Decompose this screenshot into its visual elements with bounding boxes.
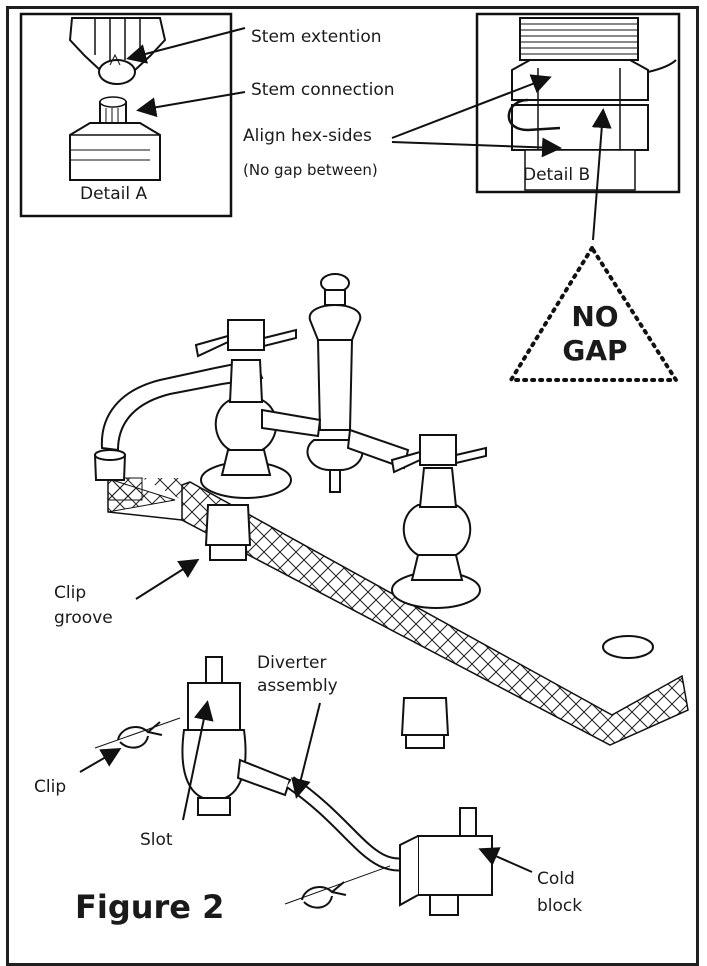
diverter-label-line1: Diverter (257, 653, 327, 673)
diverter-label-line2: assembly (257, 676, 338, 696)
detail-a-label: Detail A (80, 184, 148, 204)
cold-block (399, 807, 493, 916)
detail-a-box (19, 12, 233, 218)
clip-groove-label-line2: groove (54, 608, 113, 628)
stem-extension-label: Stem extention (251, 27, 382, 47)
clip-groove-label-line1: Clip (54, 583, 87, 603)
clip-parts (94, 717, 391, 909)
cold-block-label-line2: block (537, 896, 583, 916)
no-gap-line-2: GAP (562, 334, 628, 367)
slot-label: Slot (140, 830, 173, 850)
cold-block-label-line1: Cold (537, 869, 575, 889)
figure-title: Figure 2 (75, 888, 225, 926)
faucet (93, 273, 487, 609)
no-gap-between-label: (No gap between) (243, 161, 378, 179)
no-gap-warning: NO GAP (535, 300, 655, 368)
no-gap-line-1: NO (571, 300, 619, 333)
shanks (204, 504, 450, 749)
detail-b-box (475, 12, 681, 194)
stem-connection-label: Stem connection (251, 80, 395, 100)
detail-b-label: Detail B (523, 165, 591, 185)
mounting-hole (602, 635, 654, 659)
clip-label: Clip (34, 777, 67, 797)
align-hex-label: Align hex-sides (243, 126, 372, 146)
no-gap-triangle (507, 244, 680, 382)
counter-deck (181, 481, 689, 746)
